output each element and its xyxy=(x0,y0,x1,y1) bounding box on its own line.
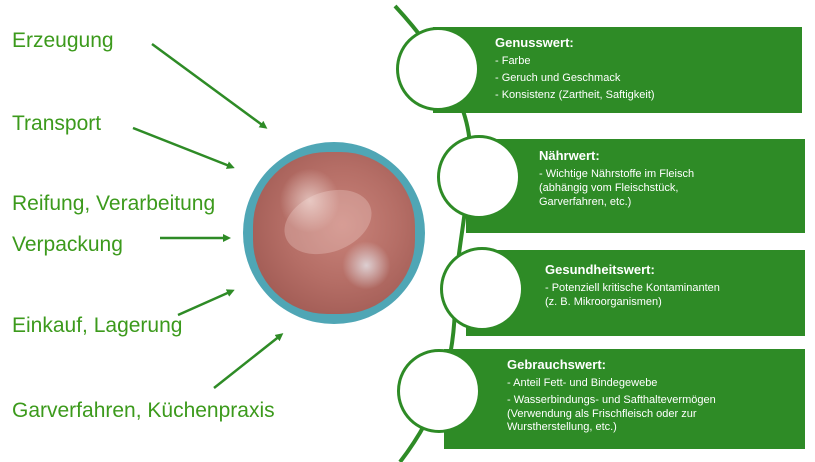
ring-genusswert-icon xyxy=(396,27,480,111)
value-item: - Geruch und Geschmack xyxy=(495,72,802,86)
value-item: - Anteil Fett- und Bindegewebe xyxy=(507,377,805,391)
ring-naehrwert-icon xyxy=(437,135,521,219)
value-box-gebrauchswert: Gebrauchswert: - Anteil Fett- und Bindeg… xyxy=(444,349,805,449)
value-item: - Wasserbindungs- und Safthaltevermögen … xyxy=(507,394,805,435)
value-item: - Wichtige Nährstoffe im Fleisch (abhäng… xyxy=(539,168,805,209)
value-box-genusswert: Genusswert: - Farbe - Geruch und Geschma… xyxy=(433,27,802,113)
value-item: - Potenziell kritische Kontaminanten (z.… xyxy=(545,282,805,310)
value-title: Gebrauchswert: xyxy=(507,357,805,372)
value-title: Genusswert: xyxy=(495,35,802,50)
value-item: - Konsistenz (Zartheit, Saftigkeit) xyxy=(495,89,802,103)
ring-gebrauchswert-icon xyxy=(397,349,481,433)
value-item: - Farbe xyxy=(495,55,802,69)
ring-gesundheitswert-icon xyxy=(440,247,524,331)
value-title: Gesundheitswert: xyxy=(545,262,805,277)
value-title: Nährwert: xyxy=(539,148,805,163)
